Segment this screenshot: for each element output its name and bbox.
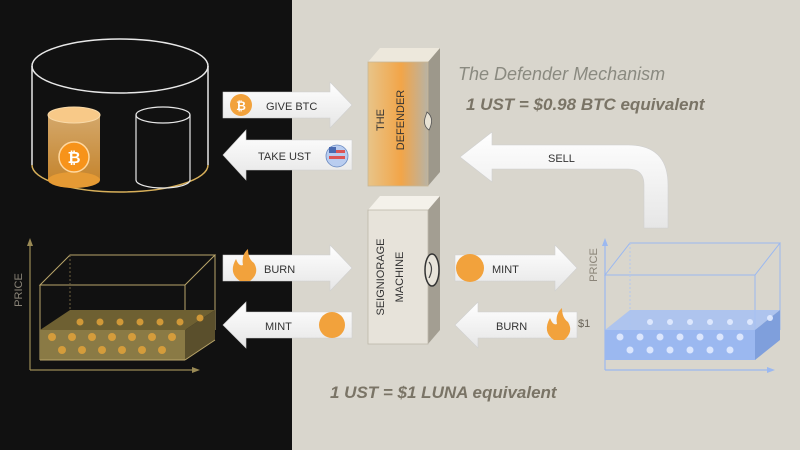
btc-icon-glyph: ₿: [236, 99, 246, 113]
mint-left-label: MINT: [265, 321, 292, 333]
left-price-axis-label: PRICE: [13, 273, 25, 307]
defender-label-line2: DEFENDER: [395, 90, 407, 151]
btc-reserve-stack: ₿: [47, 106, 101, 188]
seigniorage-machine-box: SEIGNIORAGE MACHINE: [367, 196, 440, 345]
burn-left-label: BURN: [264, 264, 295, 276]
the-defender-box: THE DEFENDER: [367, 48, 440, 187]
mint-left-arrow: MINT: [222, 301, 353, 349]
defender-equation: 1 UST = $0.98 BTC equivalent: [466, 95, 706, 114]
machine-label-line1: SEIGNIORAGE: [375, 238, 387, 315]
fire-icon-right: [546, 308, 571, 340]
give-btc-arrow: GIVE BTC ₿: [222, 81, 353, 129]
take-ust-arrow: TAKE UST: [222, 129, 353, 181]
take-ust-label: TAKE UST: [258, 151, 311, 163]
left-panel: [0, 0, 292, 450]
btc-icon: [230, 94, 252, 116]
machine-label-line2: MACHINE: [394, 252, 406, 303]
empty-ust-slot: [135, 106, 191, 189]
burn-right-arrow: BURN: [454, 301, 578, 349]
mint-right-label: MINT: [492, 264, 519, 276]
mint-right-arrow: MINT: [454, 244, 578, 292]
diagram-title: The Defender Mechanism: [458, 64, 665, 84]
luna-supply-chart: PRICE: [13, 238, 217, 373]
luna-equation: 1 UST = $1 LUNA equivalent: [330, 383, 558, 402]
luna-coin-icon: [319, 312, 345, 338]
ust-supply-chart: PRICE $1: [578, 238, 782, 373]
burn-left-arrow: BURN: [222, 244, 353, 292]
burn-right-label: BURN: [496, 321, 527, 333]
peg-label: $1: [578, 318, 590, 330]
defender-figure-icon: [424, 111, 432, 131]
btc-reserve-vault: [31, 38, 209, 193]
sell-label: SELL: [548, 153, 575, 165]
give-btc-label: GIVE BTC: [266, 101, 317, 113]
right-price-axis-label: PRICE: [588, 248, 600, 282]
sell-arrow: SELL: [459, 131, 669, 229]
defender-label-line1: THE: [375, 109, 387, 131]
btc-coin-icon: ₿: [67, 148, 80, 167]
fire-icon: [232, 249, 257, 281]
luna-coin-icon-right: [456, 254, 484, 282]
